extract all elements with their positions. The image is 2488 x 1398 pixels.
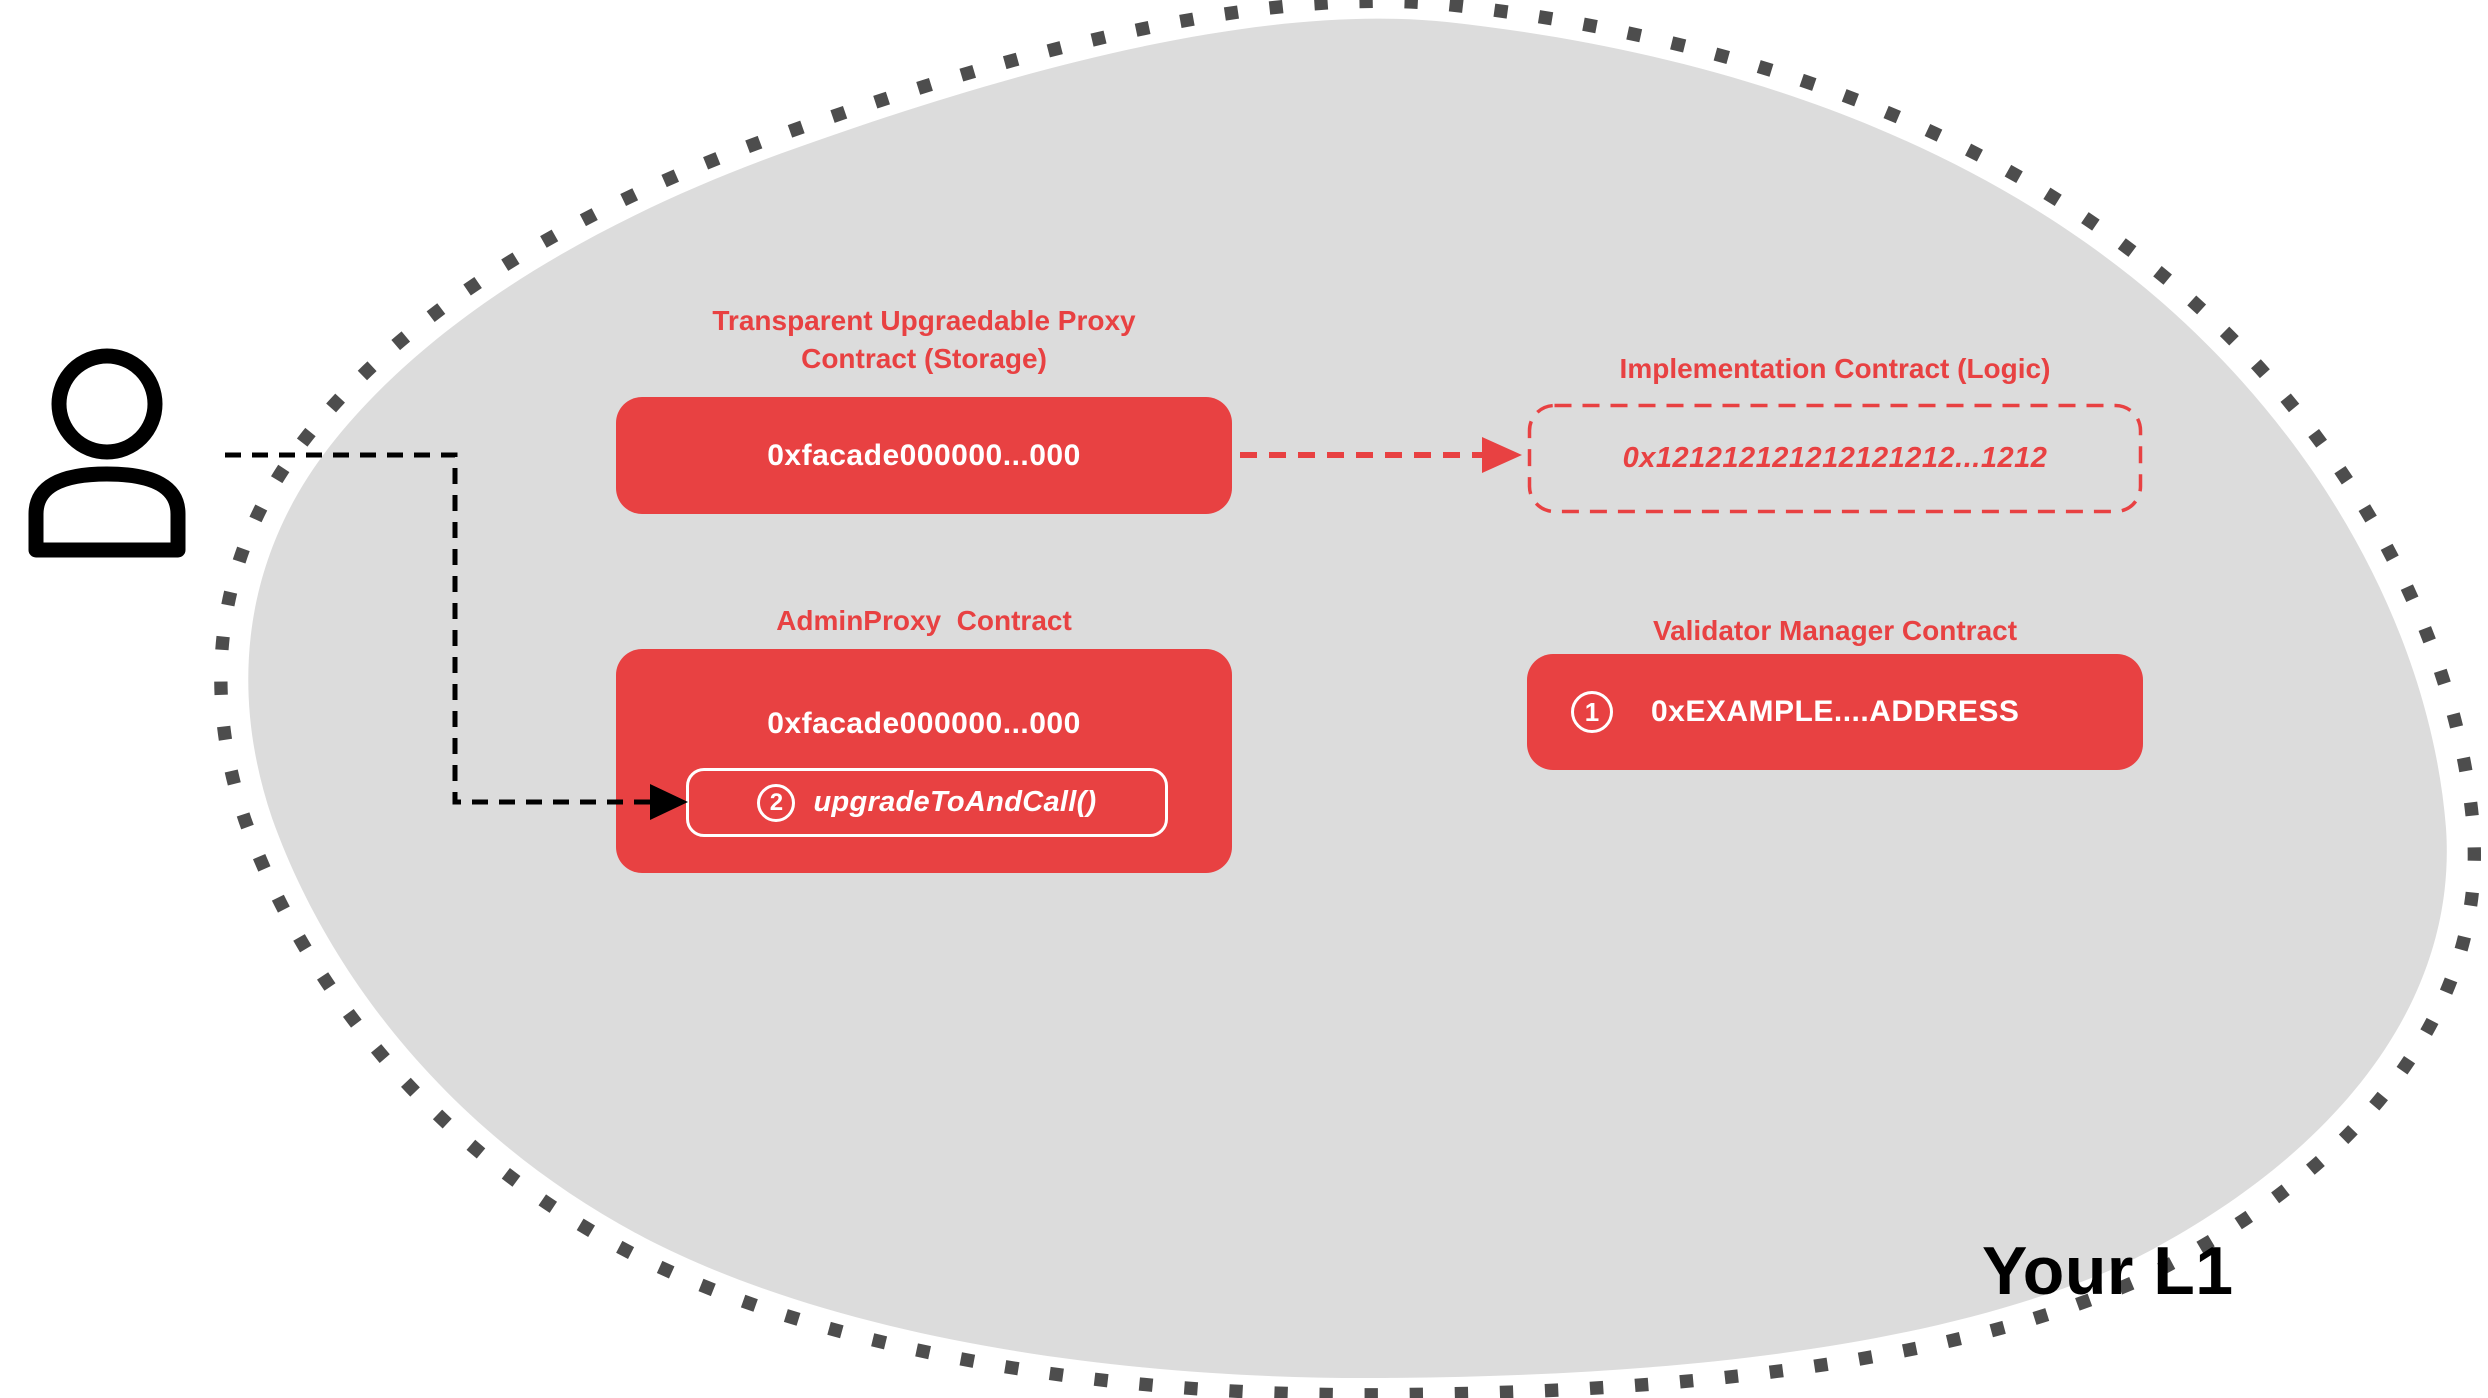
step-2-badge: 2	[757, 783, 796, 822]
upgrade-to-and-call-button: 2 upgradeToAndCall()	[686, 768, 1168, 837]
proxy-contract-title: Transparent Upgraedable Proxy Contract (…	[616, 302, 1232, 378]
proxy-contract-title-line2: Contract (Storage)	[801, 343, 1047, 374]
validator-manager-contract-title: Validator Manager Contract	[1652, 615, 2018, 646]
step-1-badge: 1	[1571, 691, 1613, 733]
upgrade-to-and-call-label: upgradeToAndCall()	[813, 786, 1097, 818]
proxy-contract-title-line1: Transparent Upgraedable Proxy	[712, 305, 1136, 336]
proxy-contract-box: 0xfacade000000...000	[616, 397, 1232, 514]
admin-proxy-contract-box: 0xfacade000000...000 2 upgradeToAndCall(…	[616, 649, 1232, 873]
implementation-dashed-border-icon	[1527, 403, 2143, 514]
implementation-contract-title: Implementation Contract (Logic)	[1619, 353, 2051, 384]
validator-manager-contract-address: 0xEXAMPLE....ADDRESS	[1651, 695, 2020, 728]
admin-proxy-contract-address: 0xfacade000000...000	[767, 707, 1081, 740]
implementation-contract-address: 0x121212121212121212...1212	[1622, 442, 2048, 474]
l1-blob	[248, 18, 2447, 1379]
l1-dotted-border	[214, 0, 2481, 1398]
implementation-contract-box: 0x121212121212121212...1212	[1527, 403, 2143, 514]
validator-manager-contract-box: 1 0xEXAMPLE....ADDRESS	[1527, 654, 2143, 770]
proxy-contract-address: 0xfacade000000...000	[767, 438, 1081, 472]
admin-proxy-contract-title: AdminProxy Contract	[776, 605, 1072, 636]
your-l1-label: Your L1	[1982, 1233, 2234, 1309]
